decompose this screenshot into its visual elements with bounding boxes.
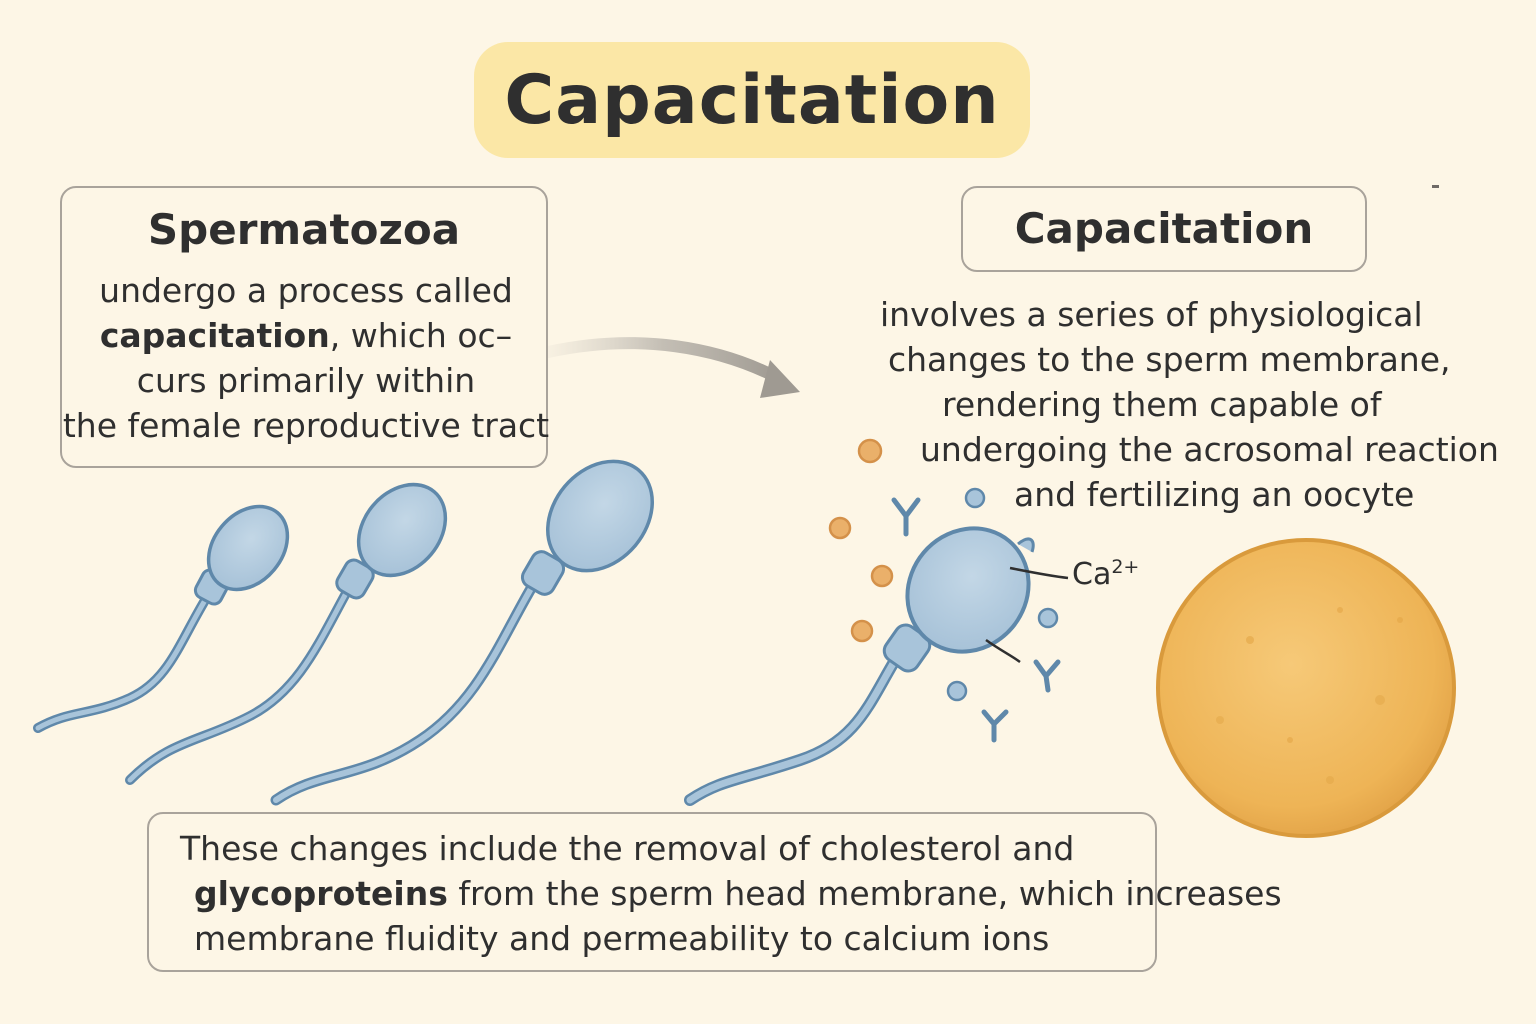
calcium-ion-icon (828, 438, 894, 643)
left-line-1: undergo a process called (99, 271, 513, 310)
bottom-line-3: membrane fluidity and permeability to ca… (194, 919, 1050, 958)
sperm-icon (684, 526, 1069, 806)
blue-particle-icon (946, 487, 1059, 702)
glycoprotein-icon (891, 497, 1061, 743)
right-line-4: undergoing the acrosomal reaction (920, 430, 1499, 469)
capacitation-term: capacitation (99, 316, 330, 355)
right-line-2: changes to the sperm membrane, (888, 340, 1451, 379)
spermatozoa-panel (60, 186, 548, 468)
page-title: Capacitation (504, 60, 1000, 140)
changes-description: These changes include the removal of cho… (180, 826, 1282, 961)
oocyte-icon (1156, 538, 1456, 838)
sperm-icon (33, 504, 290, 733)
left-line-3: curs primarily within (136, 361, 476, 400)
sperm-icon (125, 482, 448, 785)
calcium-symbol: Ca (1072, 557, 1112, 592)
bottom-line-2: glycoproteins from the sperm head membra… (180, 871, 1282, 916)
glycoproteins-term: glycoproteins (194, 874, 448, 913)
right-line-5: and fertilizing an oocyte (1014, 475, 1415, 514)
capacitation-heading: Capacitation (1014, 204, 1314, 253)
left-line-2-rest: , which oc– (329, 316, 513, 355)
bottom-line-2-rest: from the sperm head membrane, which incr… (447, 874, 1282, 913)
corner-mark (1432, 185, 1439, 188)
sperm-icon (270, 459, 654, 806)
arrow-icon (542, 337, 800, 398)
spermatozoa-description: undergo a process called capacitation, w… (62, 268, 550, 448)
title-banner: Capacitation (474, 42, 1030, 158)
bottom-line-1: These changes include the removal of cho… (180, 829, 1075, 868)
left-line-2: capacitation, which oc– (62, 313, 550, 358)
calcium-charge: 2+ (1111, 556, 1140, 578)
right-line-1: involves a series of physiological (880, 295, 1423, 334)
calcium-label: Ca2+ (1072, 556, 1139, 592)
left-line-4: the female reproductive tract (62, 406, 550, 445)
capacitation-panel (961, 186, 1367, 272)
right-line-3: rendering them capable of (942, 385, 1382, 424)
spermatozoa-heading: Spermatozoa (147, 205, 461, 254)
changes-panel (147, 812, 1157, 972)
